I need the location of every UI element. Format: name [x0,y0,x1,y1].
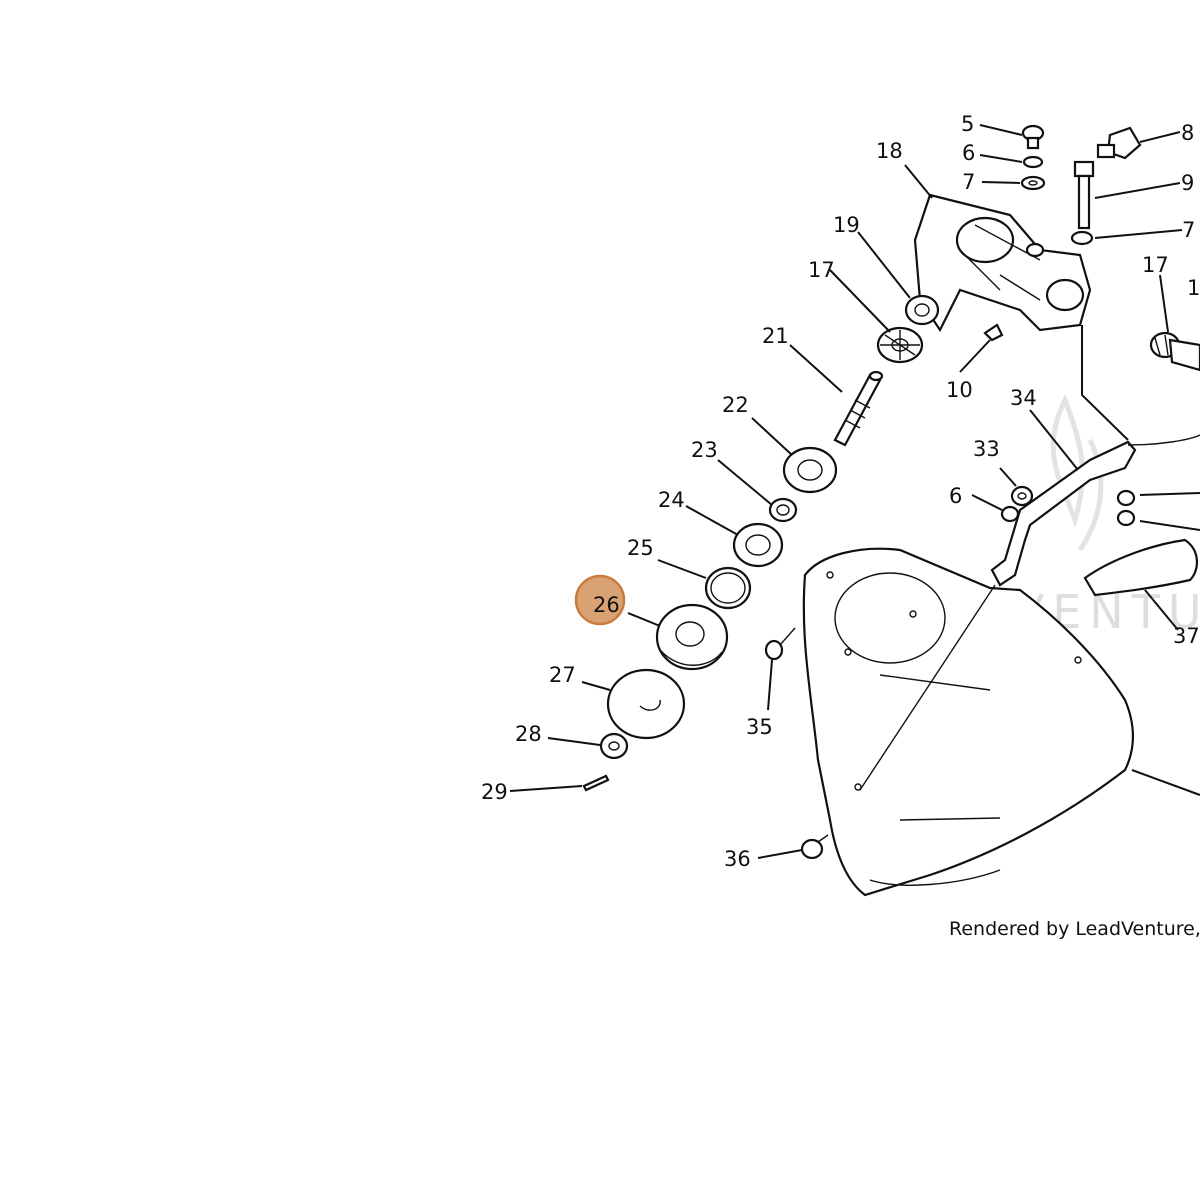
callout-7[interactable]: 7 [962,170,975,194]
callout-6[interactable]: 6 [962,141,975,165]
callout-17b[interactable]: 17 [1142,253,1169,277]
callout-37[interactable]: 37 [1173,624,1200,648]
callout-21[interactable]: 21 [762,324,789,348]
oil-seal-24 [732,522,784,568]
long-bolt [1070,160,1095,246]
callout-1[interactable]: 1 [1187,276,1200,300]
guard-pad-37 [1083,538,1198,597]
bearing-22 [782,446,838,494]
callout-19[interactable]: 19 [833,213,860,237]
credit-text: Rendered by LeadVenture, Inc. [949,918,1200,940]
leader-lines [509,124,1200,859]
blade-holder-26 [655,603,729,671]
gear-case-housing [913,193,1092,333]
spacer-23 [768,497,798,523]
callout-28[interactable]: 28 [515,722,542,746]
blade-guard [802,547,1134,897]
plug-part [1096,126,1142,160]
circlip-25 [704,566,752,610]
output-shaft-right [1149,331,1200,372]
callout-25[interactable]: 25 [627,536,654,560]
callout-26[interactable]: 26 [593,593,620,617]
callout-27[interactable]: 27 [549,663,576,687]
callout-24[interactable]: 24 [658,488,685,512]
right-nuts [1116,489,1136,527]
callout-33[interactable]: 33 [973,437,1000,461]
callout-34[interactable]: 34 [1010,386,1037,410]
bolt-35 [764,627,796,661]
bearing-19 [904,294,940,326]
callout-36[interactable]: 36 [724,847,751,871]
bevel-gear-17 [876,326,924,364]
callout-7b[interactable]: 7 [1182,218,1195,242]
callout-5[interactable]: 5 [961,112,974,136]
nut-33 [1010,485,1034,507]
callout-labels: 5 6 7 8 9 7 18 19 17 17 1 21 10 34 22 23… [481,112,1200,871]
callout-18[interactable]: 18 [876,139,903,163]
washer-27 [606,668,686,740]
bolt-36 [800,834,829,860]
nut-10 [983,323,1004,342]
callout-17[interactable]: 17 [808,258,835,282]
callout-35[interactable]: 35 [746,715,773,739]
callout-8[interactable]: 8 [1181,121,1194,145]
nut-28 [599,732,629,760]
callout-10[interactable]: 10 [946,378,973,402]
callout-23[interactable]: 23 [691,438,718,462]
callout-29[interactable]: 29 [481,780,508,804]
callout-9[interactable]: 9 [1181,171,1194,195]
gear-shaft-21 [833,370,884,447]
callout-22[interactable]: 22 [722,393,749,417]
callout-6b[interactable]: 6 [949,484,962,508]
bolt-and-washers [1020,124,1046,191]
highlight-marker[interactable] [574,574,626,626]
washer-6b [1000,505,1020,523]
cotter-pin-29 [582,774,610,792]
guard-bracket-34 [990,325,1200,587]
